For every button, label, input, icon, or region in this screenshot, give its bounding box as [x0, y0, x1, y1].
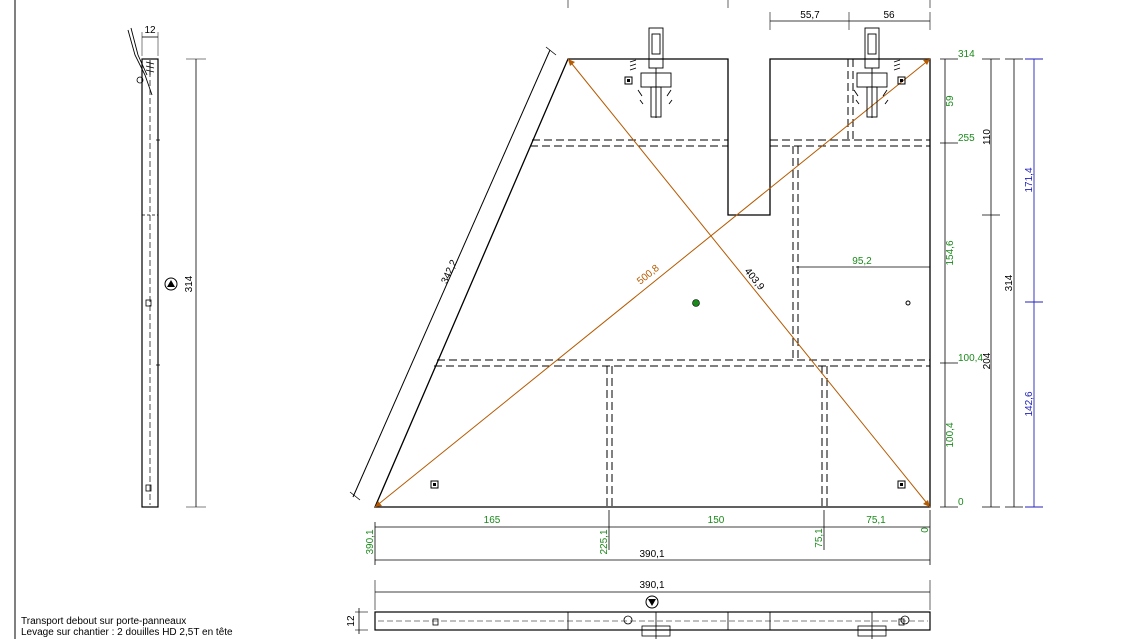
bottom-seg-150: 150	[708, 515, 725, 526]
dim-110: 110	[982, 129, 993, 145]
dim-171-4: 171,4	[1024, 167, 1035, 192]
inner-width-label: 95,2	[852, 256, 872, 267]
side-thickness-label: 12	[144, 25, 156, 36]
lifting-socket-icon	[853, 27, 901, 118]
slope-length-label: 342,2	[440, 258, 460, 286]
dim-204: 204	[982, 352, 993, 369]
level-0: 0	[958, 497, 964, 508]
transport-note: Transport debout sur porte-panneaux	[21, 616, 187, 627]
bottom-view-total: 390,1	[639, 580, 664, 591]
dim-314: 314	[1004, 274, 1015, 291]
level-255: 255	[958, 133, 975, 144]
lifting-note: Levage sur chantier : 2 douilles HD 2,5T…	[21, 627, 233, 638]
side-height-label: 314	[184, 275, 195, 292]
side-view: 12 314	[127, 25, 206, 508]
pos-225-1: 225,1	[599, 529, 610, 554]
face-mark-icon	[164, 277, 178, 291]
dim-142-6: 142,6	[1024, 391, 1035, 416]
level-314: 314	[958, 49, 975, 60]
level-100-4: 100,4	[958, 353, 983, 364]
bottom-total-label: 390,1	[639, 549, 664, 560]
panel-front-view: 55,7 56 500,8 403,9 342,2 95,2 314 255 1…	[349, 0, 1043, 565]
pos-0: 0	[920, 527, 931, 533]
bottom-seg-165: 165	[484, 515, 501, 526]
face-mark-icon	[645, 595, 659, 609]
lifting-socket-icon	[629, 27, 673, 118]
segment-154-6: 154,6	[945, 240, 956, 265]
bottom-seg-75-1: 75,1	[866, 515, 886, 526]
bottom-view: 390,1 12	[346, 580, 931, 639]
pos-390-1: 390,1	[365, 529, 376, 554]
top-dim-right: 56	[883, 10, 895, 21]
top-dim-left: 55,7	[800, 10, 820, 21]
center-of-gravity-icon	[692, 299, 700, 307]
bottom-view-thickness: 12	[346, 615, 357, 627]
segment-59: 59	[945, 95, 956, 107]
segment-100-4: 100,4	[945, 422, 956, 447]
pos-75-1: 75,1	[814, 528, 825, 548]
diagonal-long-label: 500,8	[635, 263, 662, 288]
